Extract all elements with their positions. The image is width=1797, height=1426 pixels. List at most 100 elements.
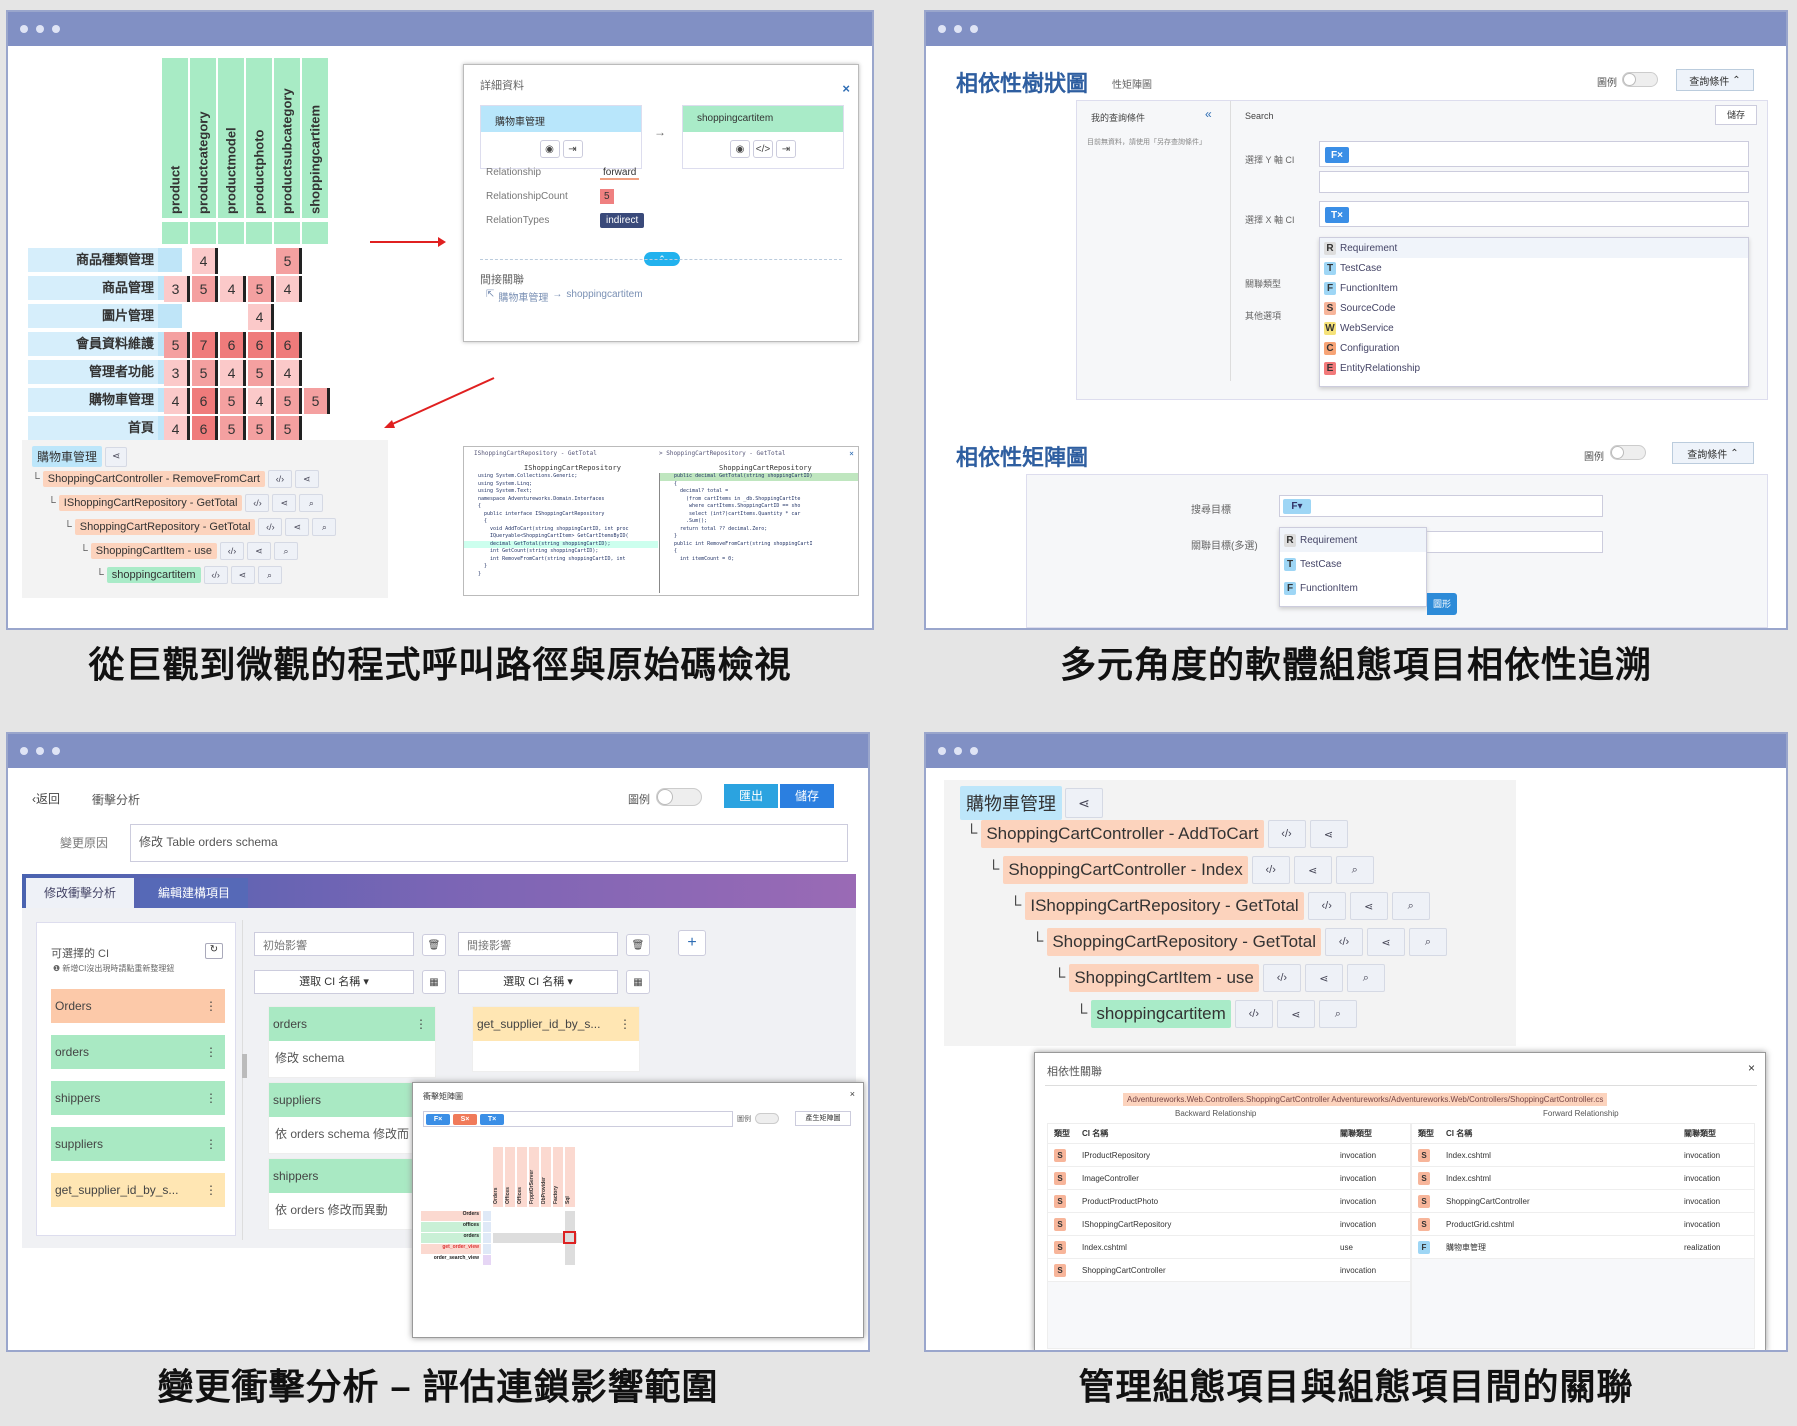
tree-node[interactable]: ShoppingCartRepository - GetTotal: [1047, 928, 1321, 956]
ci-type-tag[interactable]: F×: [426, 1113, 450, 1125]
matrix-cell[interactable]: 6: [248, 332, 274, 358]
share-icon[interactable]: ⋖: [1293, 856, 1332, 884]
matrix-column-header[interactable]: productcategory: [190, 58, 216, 218]
close-icon[interactable]: ×: [842, 81, 850, 96]
matrix-cell[interactable]: 5: [276, 388, 302, 414]
matrix-column-header[interactable]: productmodel: [218, 58, 244, 218]
trash-icon[interactable]: 🗑: [422, 934, 446, 956]
zoom-icon[interactable]: ⌕: [1335, 856, 1374, 884]
matrix-row-header[interactable]: 會員資料維護: [28, 332, 158, 356]
matrix-column-header[interactable]: product: [162, 58, 188, 218]
path-root[interactable]: 購物車管理: [32, 446, 103, 467]
matrix-cell[interactable]: 4: [220, 276, 246, 302]
select-ci-dropdown[interactable]: 選取 CI 名稱 ▾: [254, 970, 414, 994]
matrix-cell[interactable]: 4: [192, 248, 218, 274]
matrix-cell[interactable]: 5: [248, 276, 274, 302]
share-icon[interactable]: ⋖: [1309, 820, 1348, 848]
impact-card[interactable]: orders⋮修改 schema: [268, 1006, 436, 1078]
matrix-row-header[interactable]: 商品管理: [28, 276, 158, 300]
matrix-cell[interactable]: 6: [192, 388, 218, 414]
code-icon[interactable]: ‹/›: [245, 494, 270, 512]
tab-impact-analysis[interactable]: 修改衝擊分析: [26, 878, 134, 908]
share-icon[interactable]: ⋖: [1304, 964, 1343, 992]
matrix-column-header[interactable]: Orders: [493, 1147, 503, 1207]
matrix-row-header[interactable]: 商品種類管理: [28, 248, 158, 272]
column-header[interactable]: CI 名稱: [1082, 1129, 1109, 1138]
code-icon[interactable]: ‹/›: [1251, 856, 1290, 884]
matrix-cell[interactable]: 4: [276, 360, 302, 386]
close-icon[interactable]: ×: [849, 449, 854, 458]
more-icon[interactable]: ⋮: [205, 1045, 217, 1059]
matrix-column-header[interactable]: Offices: [517, 1147, 527, 1207]
tree-root[interactable]: 購物車管理: [960, 786, 1062, 820]
matrix-cell[interactable]: 6: [276, 332, 302, 358]
legend-toggle[interactable]: [1610, 445, 1646, 460]
matrix-column-header[interactable]: FrpptOrServer: [529, 1147, 539, 1207]
share-icon[interactable]: ⋖: [1366, 928, 1405, 956]
matrix-cell[interactable]: 5: [192, 276, 218, 302]
matrix-row-header[interactable]: orders: [421, 1233, 481, 1243]
tree-node[interactable]: ShoppingCartController - AddToCart: [981, 820, 1264, 848]
code-icon[interactable]: ‹/›: [1267, 820, 1306, 848]
collapse-sidebar-icon[interactable]: «: [1205, 107, 1212, 121]
popup-tags-field[interactable]: F×S×T×: [423, 1111, 733, 1127]
matrix-cell[interactable]: 5: [192, 360, 218, 386]
grid-icon[interactable]: ▦: [422, 970, 446, 994]
zoom-icon[interactable]: ⌕: [1346, 964, 1385, 992]
indirect-card[interactable]: get_supplier_id_by_s...⋮: [472, 1006, 640, 1072]
matrix-cell[interactable]: 5: [220, 416, 246, 442]
save-button[interactable]: 儲存: [780, 784, 834, 808]
trash-icon[interactable]: 🗑: [626, 934, 650, 956]
select-ci-dropdown[interactable]: 選取 CI 名稱 ▾: [458, 970, 618, 994]
share-icon[interactable]: ⋖: [1065, 788, 1103, 818]
tag-f[interactable]: F×: [1325, 147, 1349, 163]
impact-card[interactable]: shippers⋮依 orders 修改而異動: [268, 1158, 436, 1230]
legend-toggle[interactable]: [755, 1113, 779, 1124]
code-icon[interactable]: ‹/›: [267, 470, 292, 488]
share-icon[interactable]: ⋖: [105, 446, 128, 467]
legend-toggle[interactable]: [1622, 72, 1658, 87]
impact-card[interactable]: suppliers⋮依 orders schema 修改而: [268, 1082, 436, 1154]
share-icon[interactable]: ⋖: [230, 566, 255, 584]
matrix-cell[interactable]: 3: [164, 360, 190, 386]
matrix-cell[interactable]: 6: [192, 416, 218, 442]
column-header[interactable]: 類型: [1054, 1129, 1070, 1138]
query-conditions-button[interactable]: 查詢條件⌃: [1672, 442, 1754, 464]
zoom-icon[interactable]: ⌕: [273, 542, 298, 560]
matrix-row-header[interactable]: offices: [421, 1222, 481, 1232]
matrix-cell[interactable]: 5: [276, 416, 302, 442]
initial-impact-field[interactable]: 初始影響: [254, 932, 414, 956]
matrix-row-header[interactable]: Orders: [421, 1211, 481, 1221]
save-query-button[interactable]: 儲存: [1715, 105, 1757, 125]
matrix-cell[interactable]: 5: [164, 332, 190, 358]
tree-node[interactable]: shoppingcartitem: [1091, 1000, 1231, 1028]
link-icon[interactable]: ⇥: [562, 140, 583, 158]
grid-icon[interactable]: ▦: [626, 970, 650, 994]
y-axis-field-2[interactable]: [1319, 171, 1749, 193]
zoom-icon[interactable]: ⌕: [1408, 928, 1447, 956]
scrollbar[interactable]: [242, 1054, 247, 1078]
matrix-cell[interactable]: 4: [164, 388, 190, 414]
matrix-cell[interactable]: 3: [164, 276, 190, 302]
matrix-row-header[interactable]: 管理者功能: [28, 360, 158, 384]
path-node[interactable]: ShoppingCartController - RemoveFromCart: [42, 471, 265, 487]
add-icon[interactable]: +: [678, 930, 706, 956]
share-icon[interactable]: ⋖: [246, 542, 271, 560]
tab-build-items[interactable]: 編輯建構項目: [140, 878, 248, 908]
refresh-icon[interactable]: ↻: [205, 943, 223, 959]
ci-type-tag[interactable]: T×: [480, 1113, 504, 1125]
ci-type-tag[interactable]: S×: [453, 1113, 477, 1125]
column-header[interactable]: 類型: [1418, 1129, 1434, 1138]
